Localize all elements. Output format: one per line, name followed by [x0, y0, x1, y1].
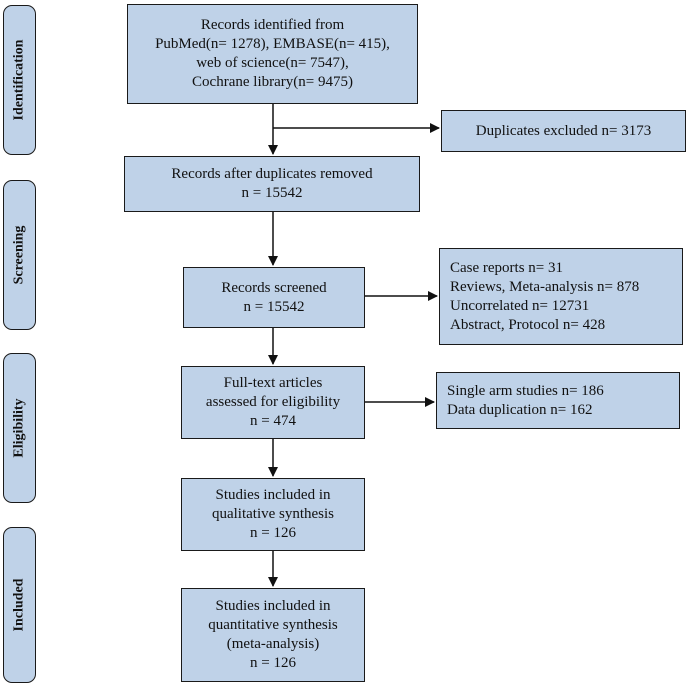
box-duplicates-excluded: Duplicates excluded n= 3173 [441, 110, 686, 152]
box-line: (meta-analysis) [226, 636, 320, 652]
box-line: Studies included in [215, 487, 331, 503]
box-line: n = 126 [250, 525, 296, 541]
stage-identification: Identification [3, 5, 36, 155]
stage-included: Included [3, 527, 36, 683]
box-quantitative-synthesis: Studies included in quantitative synthes… [181, 588, 365, 682]
box-records-screened: Records screened n = 15542 [183, 267, 365, 328]
box-line: Reviews, Meta-analysis n= 878 [450, 278, 640, 295]
box-line: quantitative synthesis [208, 617, 338, 633]
box-line: n = 15542 [241, 185, 303, 201]
box-line: n = 15542 [243, 298, 305, 315]
box-line: Records screened [221, 279, 327, 296]
box-qualitative-synthesis: Studies included in qualitative synthesi… [181, 478, 365, 551]
box-line: qualitative synthesis [211, 506, 335, 522]
box-line: Case reports n= 31 [450, 259, 564, 276]
box-line: web of science(n= 7547), [196, 55, 349, 71]
box-screen-excluded: Case reports n= 31 Reviews, Meta-analysi… [439, 248, 683, 345]
box-line: Uncorrelated n= 12731 [450, 297, 590, 314]
box-line: Studies included in [215, 598, 331, 614]
box-line: Single arm studies n= 186 [447, 382, 604, 399]
box-fulltext-excluded: Single arm studies n= 186 Data duplicati… [436, 372, 680, 429]
box-line: Duplicates excluded n= 3173 [475, 122, 652, 139]
box-line: Cochrane library(n= 9475) [192, 74, 353, 90]
box-line: PubMed(n= 1278), EMBASE(n= 415), [155, 36, 390, 52]
box-line: Records after duplicates removed [171, 166, 373, 182]
box-after-duplicates: Records after duplicates removed n = 155… [124, 156, 420, 212]
box-fulltext-assessed: Full-text articles assessed for eligibil… [181, 366, 365, 439]
box-line: Records identified from [200, 17, 345, 33]
box-line: n = 126 [250, 655, 296, 671]
box-line: Data duplication n= 162 [447, 401, 593, 418]
box-line: assessed for eligibility [205, 394, 341, 410]
stage-screening: Screening [3, 180, 36, 330]
stage-eligibility: Eligibility [3, 353, 36, 503]
box-line: n = 474 [250, 413, 296, 429]
box-line: Abstract, Protocol n= 428 [450, 316, 606, 333]
box-records-identified: Records identified from PubMed(n= 1278),… [127, 4, 418, 104]
box-line: Full-text articles [223, 375, 323, 391]
